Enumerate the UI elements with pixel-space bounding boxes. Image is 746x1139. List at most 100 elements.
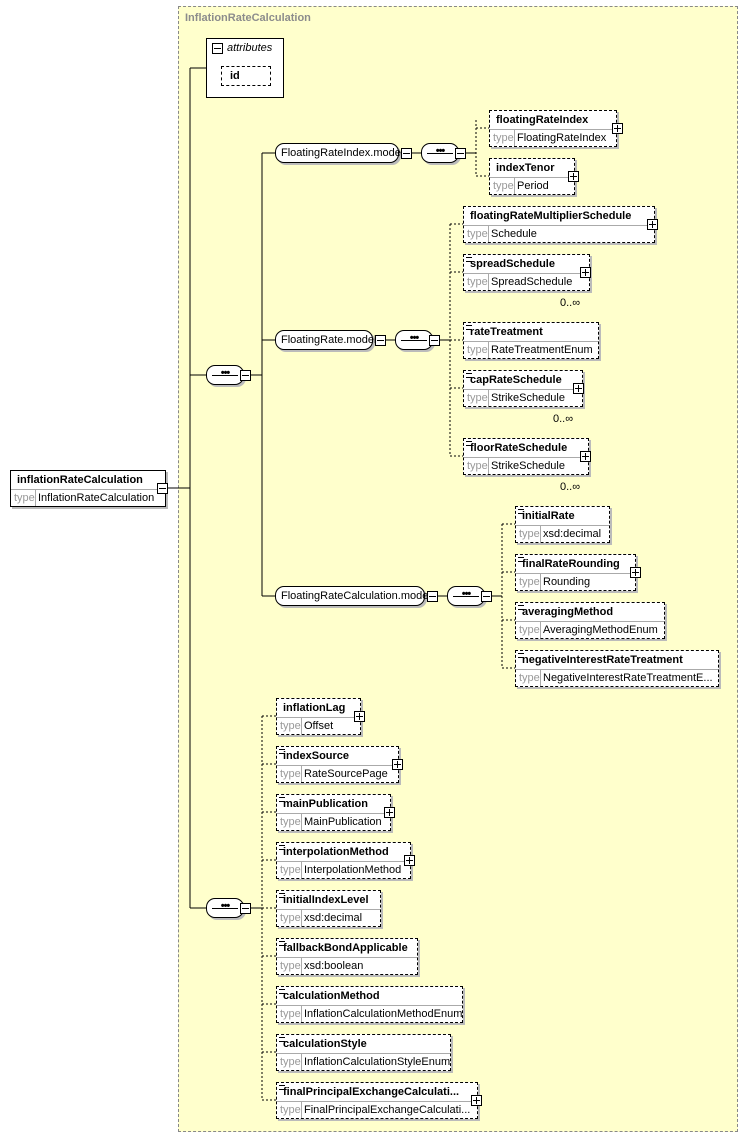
element-type: InflationCalculationStyleEnum bbox=[304, 1056, 451, 1068]
element-name: capRateSchedule bbox=[470, 374, 562, 386]
type-key: type bbox=[280, 720, 301, 732]
element-type: FloatingRateIndex bbox=[517, 132, 607, 144]
sequence-compositor[interactable]: ••• bbox=[206, 365, 244, 385]
type-key: type bbox=[519, 576, 540, 588]
expand-icon[interactable] bbox=[392, 759, 403, 770]
type-key: type bbox=[280, 816, 301, 828]
type-key: type bbox=[280, 1104, 301, 1116]
element-type: InterpolationMethod bbox=[304, 864, 402, 876]
element-name: indexSource bbox=[283, 750, 350, 762]
sequence-compositor[interactable]: ••• bbox=[421, 143, 459, 163]
occurrence-label: 0..∞ bbox=[560, 297, 581, 309]
expand-icon[interactable] bbox=[573, 383, 584, 394]
element-name: calculationStyle bbox=[283, 1038, 367, 1050]
element-type: RateTreatmentEnum bbox=[491, 344, 593, 356]
collapse-icon[interactable] bbox=[427, 591, 438, 602]
type-key: type bbox=[467, 392, 488, 404]
element-name: spreadSchedule bbox=[470, 258, 555, 270]
element-type: xsd:decimal bbox=[543, 528, 602, 540]
element-type: Offset bbox=[304, 720, 334, 732]
element-name: floatingRateMultiplierSchedule bbox=[470, 210, 632, 222]
type-key: type bbox=[280, 768, 301, 780]
sequence-compositor[interactable]: ••• bbox=[395, 330, 433, 350]
collapse-icon[interactable] bbox=[401, 148, 412, 159]
collapse-icon[interactable] bbox=[429, 335, 440, 346]
collapse-icon[interactable] bbox=[240, 903, 251, 914]
element-name: mainPublication bbox=[283, 798, 368, 810]
element-type: Rounding bbox=[543, 576, 591, 588]
expand-icon[interactable] bbox=[384, 807, 395, 818]
type-key: type bbox=[280, 912, 301, 924]
element-type: MainPublication bbox=[304, 816, 382, 828]
attributes-title: attributes bbox=[227, 42, 273, 54]
group-floating-rate-model[interactable]: FloatingRate.model bbox=[275, 330, 376, 350]
collapse-icon[interactable] bbox=[455, 148, 466, 159]
element-type: NegativeInterestRateTreatmentE... bbox=[543, 672, 713, 684]
collapse-icon[interactable] bbox=[157, 483, 168, 494]
expand-icon[interactable] bbox=[580, 267, 591, 278]
group-floating-rate-index-model[interactable]: FloatingRateIndex.model bbox=[275, 143, 403, 163]
expand-icon[interactable] bbox=[568, 171, 579, 182]
element-name: indexTenor bbox=[496, 162, 555, 174]
attributes-box: attributes id bbox=[206, 38, 284, 98]
multi-occurrence-icon bbox=[279, 893, 285, 898]
expand-icon[interactable] bbox=[647, 219, 658, 230]
sequence-compositor[interactable]: ••• bbox=[447, 586, 485, 606]
expand-icon[interactable] bbox=[471, 1095, 482, 1106]
type-key: type bbox=[280, 864, 301, 876]
element-name: inflationRateCalculation bbox=[17, 474, 143, 486]
element-type: StrikeSchedule bbox=[491, 460, 565, 472]
element-type: Period bbox=[517, 180, 549, 192]
type-key: type bbox=[467, 276, 488, 288]
expand-icon[interactable] bbox=[354, 711, 365, 722]
multi-occurrence-icon bbox=[279, 941, 285, 946]
multi-occurrence-icon bbox=[279, 845, 285, 850]
expand-icon[interactable] bbox=[580, 451, 591, 462]
attribute-id[interactable]: id bbox=[221, 66, 271, 86]
element-type: InflationRateCalculation bbox=[38, 492, 155, 504]
element-name: calculationMethod bbox=[283, 990, 380, 1002]
element-name: inflationLag bbox=[283, 702, 346, 714]
element-type: xsd:decimal bbox=[304, 912, 363, 924]
sequence-compositor[interactable]: ••• bbox=[206, 898, 244, 918]
collapse-icon[interactable] bbox=[212, 43, 223, 54]
collapse-icon[interactable] bbox=[240, 370, 251, 381]
collapse-icon[interactable] bbox=[481, 591, 492, 602]
group-floating-rate-calculation-model[interactable]: FloatingRateCalculation.model bbox=[275, 586, 431, 606]
element-type: SpreadSchedule bbox=[491, 276, 573, 288]
expand-icon[interactable] bbox=[612, 123, 623, 134]
type-key: type bbox=[493, 132, 514, 144]
element-type: RateSourcePage bbox=[304, 768, 388, 780]
element-name: rateTreatment bbox=[470, 326, 543, 338]
type-key: type bbox=[493, 180, 514, 192]
collapse-icon[interactable] bbox=[375, 335, 386, 346]
expand-icon[interactable] bbox=[630, 567, 641, 578]
element-type: FinalPrincipalExchangeCalculati... bbox=[304, 1104, 471, 1116]
element-name: negativeInterestRateTreatment bbox=[522, 654, 683, 666]
expand-icon[interactable] bbox=[404, 855, 415, 866]
complex-type-title: InflationRateCalculation bbox=[185, 12, 311, 24]
type-key: type bbox=[519, 624, 540, 636]
